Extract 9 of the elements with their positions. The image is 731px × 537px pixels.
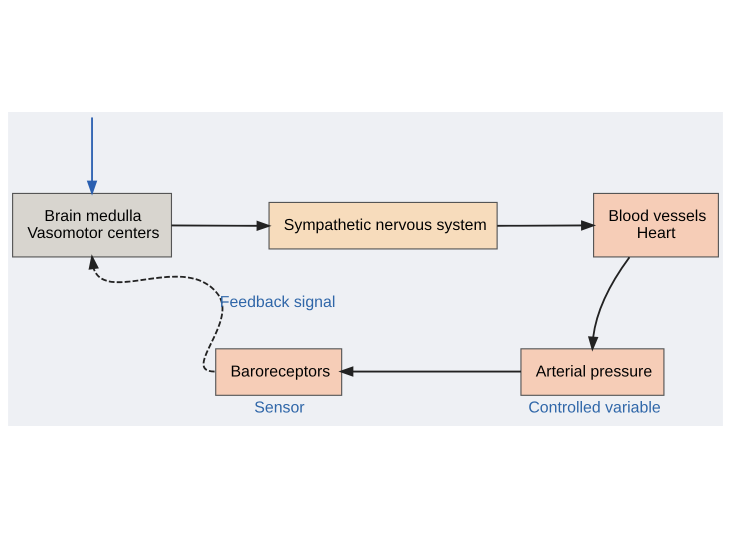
arrow: [171, 220, 272, 231]
arrow: [86, 116, 98, 196]
edge-label: Feedback signal: [220, 294, 336, 311]
arrow: [588, 256, 630, 352]
node-label: Sensor: [254, 399, 305, 416]
arrow: [338, 366, 521, 376]
node-label: Controlled variable: [528, 399, 661, 416]
arrow: [88, 254, 224, 372]
arrow: [497, 220, 596, 230]
